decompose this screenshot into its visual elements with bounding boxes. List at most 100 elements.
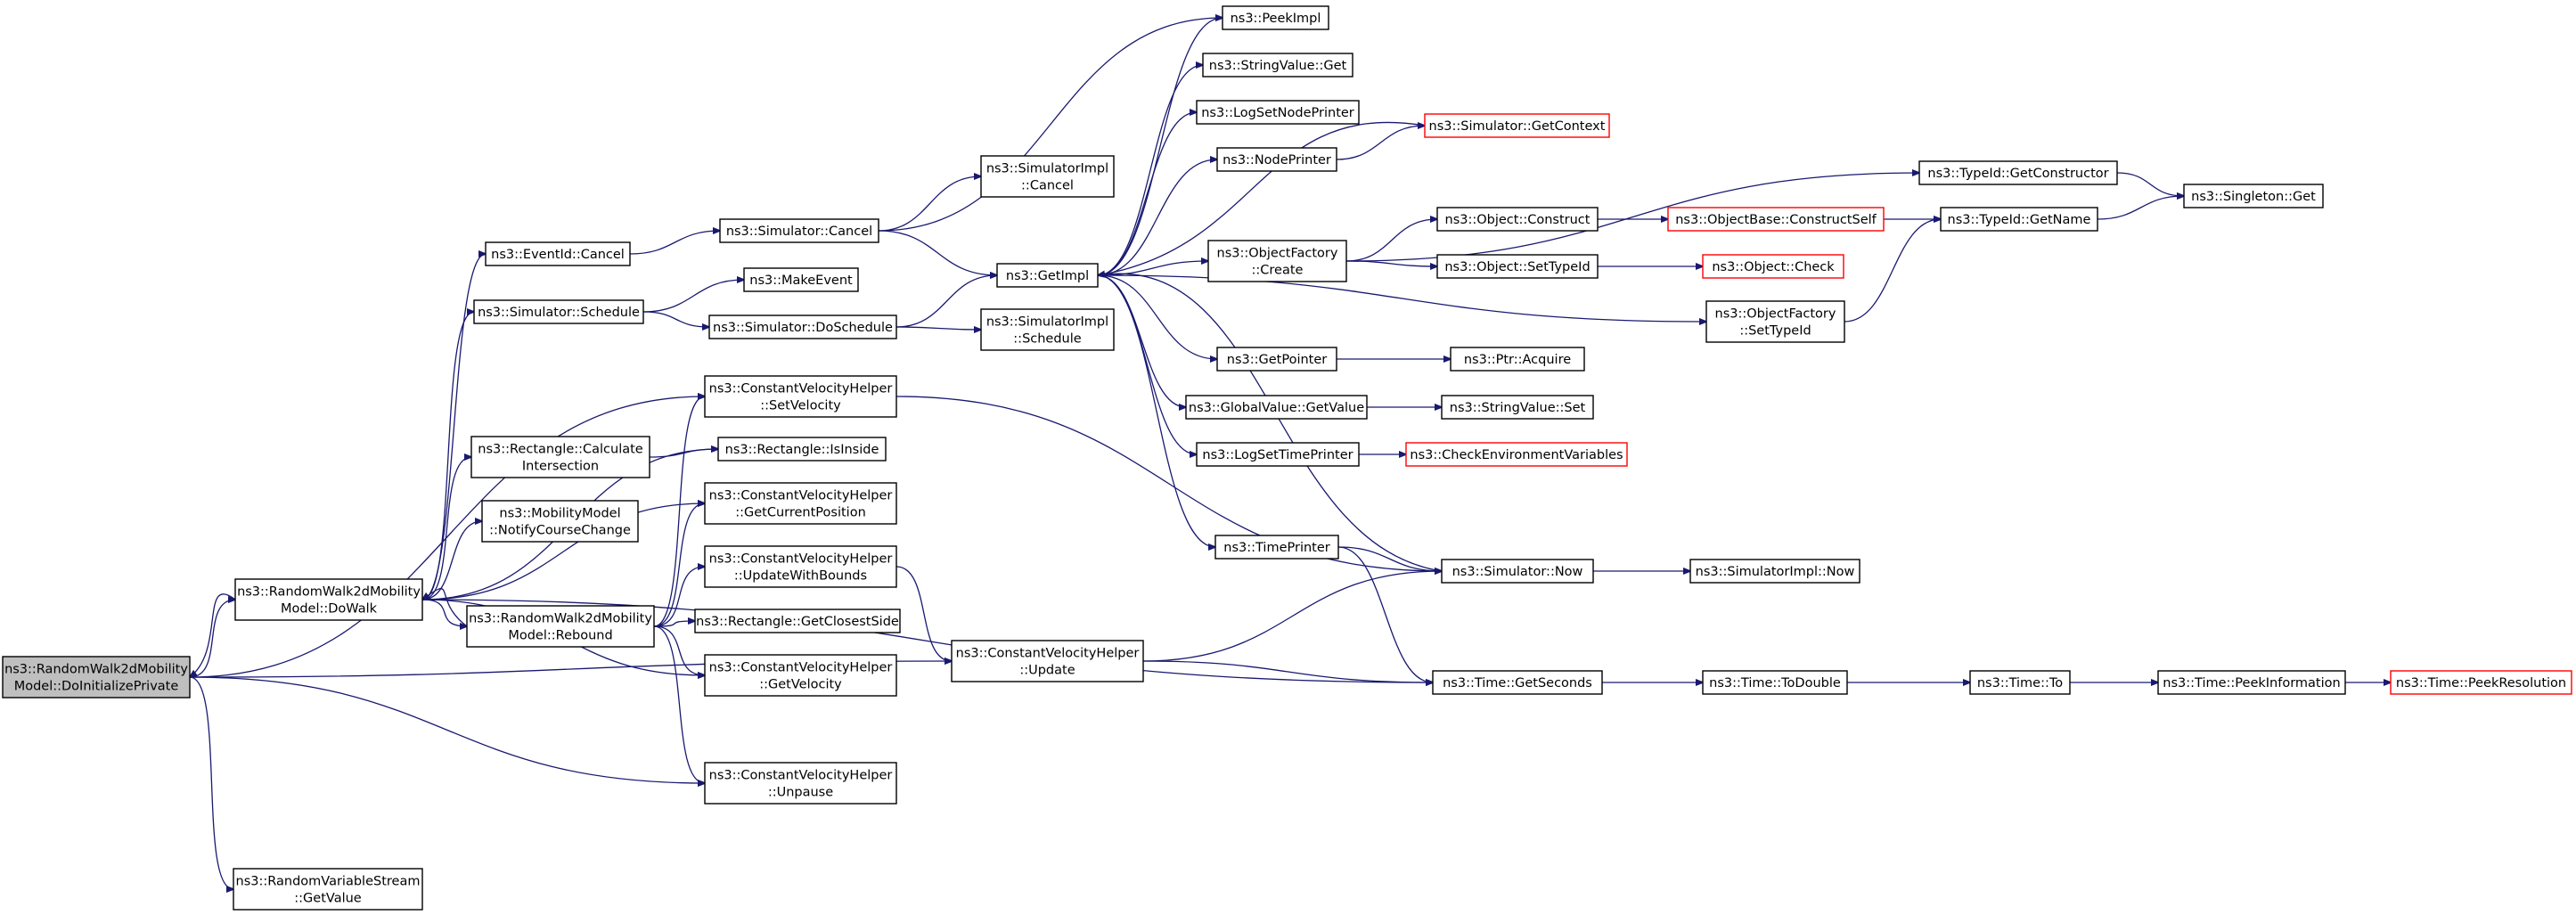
node-objfact-settypeid[interactable]: ns3::ObjectFactory::SetTypeId [1705,300,1845,343]
edge-sim_cancel-to-peekimpl [878,18,1223,232]
node-label: ns3::ConstantVelocityHelper [709,382,893,396]
node-sim-cancel[interactable]: ns3::Simulator::Cancel [719,218,879,243]
edge-sim_doschedule-to-getimpl [895,275,997,328]
node-peekimpl[interactable]: ns3::PeekImpl [1222,5,1329,30]
node-strval-set[interactable]: ns3::StringValue::Set [1441,395,1594,420]
node-time-getsec[interactable]: ns3::Time::GetSeconds [1432,670,1603,695]
node-check-env[interactable]: ns3::CheckEnvironmentVariables [1405,442,1628,467]
edge-sim_cancel-to-simimpl_cancel [878,176,981,232]
edge-sim_cancel-to-getimpl [878,230,997,275]
node-objbase-construct[interactable]: ns3::ObjectBase::ConstructSelf [1667,207,1885,232]
node-box [1207,240,1347,282]
node-box [743,267,859,292]
edge-dowalk-to-cvh_getpos [421,503,705,600]
edge-getimpl-to-logsetnode [1097,112,1197,276]
edge-rebound-to-cvh_getvel [653,625,705,675]
edge-rebound-to-cvh_unpause [653,625,705,783]
node-label: ns3::ConstantVelocityHelper [709,552,893,567]
node-obj-settypeid[interactable]: ns3::Object::SetTypeId [1436,254,1599,279]
node-box [466,605,655,648]
node-label: ns3::Time::GetSeconds [1443,676,1592,690]
node-sim-now[interactable]: ns3::Simulator::Now [1441,559,1594,584]
node-label: ns3::ConstantVelocityHelper [709,489,893,503]
node-simimpl-now[interactable]: ns3::SimulatorImpl::Now [1689,559,1860,584]
node-label: ns3::RandomVariableStream [236,875,421,889]
node-ptr-acquire[interactable]: ns3::Ptr::Acquire [1450,347,1585,372]
node-box [1918,160,2118,185]
node-singleton-get[interactable]: ns3::Singleton::Get [2183,184,2324,208]
node-box [1202,53,1353,78]
node-getimpl[interactable]: ns3::GetImpl [996,263,1099,288]
node-box [2390,670,2572,695]
edge-rebound-to-cvh_getpos [653,503,705,627]
node-simimpl-cancel[interactable]: ns3::SimulatorImpl::Cancel [980,155,1115,198]
node-obj-construct[interactable]: ns3::Object::Construct [1436,207,1599,232]
node-typeid-getctor[interactable]: ns3::TypeId::GetConstructor [1918,160,2118,185]
node-time-todouble[interactable]: ns3::Time::ToDouble [1702,670,1848,695]
node-nodeprinter[interactable]: ns3::NodePrinter [1216,147,1337,172]
node-cvh-getpos[interactable]: ns3::ConstantVelocityHelper::GetCurrentP… [704,482,897,525]
node-time-to[interactable]: ns3::Time::To [1969,670,2071,695]
node-gv-getvalue[interactable]: ns3::GlobalValue::GetValue [1185,395,1368,420]
node-box [1667,207,1885,232]
node-sim-getcontext[interactable]: ns3::Simulator::GetContext [1424,113,1610,138]
node-label: Intersection [522,460,599,474]
node-label: ns3::Rectangle::Calculate [478,443,643,457]
edge-sim_now-to-getimpl [1098,274,1443,572]
node-box [708,315,897,339]
node-logsettime[interactable]: ns3::LogSetTimePrinter [1196,442,1360,467]
edge-eventid_cancel-to-sim_cancel [629,231,720,255]
node-label: ns3::TypeId::GetName [1948,213,2091,227]
edge-sim_getcontext-to-getimpl [1098,121,1426,275]
node-box [704,375,897,418]
node-logsetnode[interactable]: ns3::LogSetNodePrinter [1196,100,1360,125]
edge-typeid_getctor-to-singleton_get [2116,172,2184,196]
node-eventid-cancel[interactable]: ns3::EventId::Cancel [485,241,631,266]
node-label: ::SetVelocity [760,399,841,413]
node-box [1702,670,1848,695]
node-box [704,482,897,525]
edge-cvh_update-to-sim_now [1142,571,1442,662]
node-typeid-getname[interactable]: ns3::TypeId::GetName [1940,207,2098,232]
node-box [1222,5,1329,30]
node-root[interactable]: ns3::RandomWalk2dMobilityModel::DoInitia… [2,656,191,699]
node-time-peekres[interactable]: ns3::Time::PeekResolution [2390,670,2572,695]
node-cvh-updbounds[interactable]: ns3::ConstantVelocityHelper::UpdateWithB… [704,545,897,588]
node-mm-notify[interactable]: ns3::MobilityModel::NotifyCourseChange [481,500,639,543]
node-box [2183,184,2324,208]
node-obj-check[interactable]: ns3::Object::Check [1702,254,1844,279]
node-getpointer[interactable]: ns3::GetPointer [1216,347,1337,372]
node-box [473,299,644,324]
node-box [1441,395,1594,420]
node-rvs-get[interactable]: ns3::RandomVariableStream::GetValue [233,868,423,911]
node-timeprinter[interactable]: ns3::TimePrinter [1214,535,1339,560]
edge-cvh_update-to-time_getsec [1142,660,1433,682]
edge-getimpl-to-logsettime [1097,274,1197,454]
node-rect-closest[interactable]: ns3::Rectangle::GetClosestSide [694,609,901,633]
node-box [1436,254,1599,279]
edge-root-to-dowalk [189,600,235,678]
node-label: ns3::Rectangle::IsInside [725,443,879,457]
edge-dowalk-to-rebound [421,599,467,626]
node-label: ::NotifyCourseChange [489,524,631,538]
edge-rebound-to-rect_closest [653,621,695,627]
node-make-event[interactable]: ns3::MakeEvent [743,267,859,292]
node-simimpl-schedule[interactable]: ns3::SimulatorImpl::Schedule [980,308,1115,351]
node-label: ns3::Time::PeekInformation [2163,676,2340,690]
node-strval-get[interactable]: ns3::StringValue::Get [1202,53,1353,78]
node-sim-doschedule[interactable]: ns3::Simulator::DoSchedule [708,315,897,339]
node-cvh-unpause[interactable]: ns3::ConstantVelocityHelper::Unpause [704,762,897,805]
edge-root-to-cvh_unpause [189,676,705,783]
node-rect-isinside[interactable]: ns3::Rectangle::IsInside [717,437,887,462]
node-label: ns3::Time::PeekResolution [2396,676,2566,690]
node-cvh-setvel[interactable]: ns3::ConstantVelocityHelper::SetVelocity [704,375,897,418]
node-box [1705,300,1845,343]
node-cvh-update[interactable]: ns3::ConstantVelocityHelper::Update [951,640,1144,682]
node-sim-schedule[interactable]: ns3::Simulator::Schedule [473,299,644,324]
node-cvh-getvel[interactable]: ns3::ConstantVelocityHelper::GetVelocity [704,654,897,697]
node-time-peekinfo[interactable]: ns3::Time::PeekInformation [2157,670,2346,695]
node-objfact-create[interactable]: ns3::ObjectFactory::Create [1207,240,1347,282]
